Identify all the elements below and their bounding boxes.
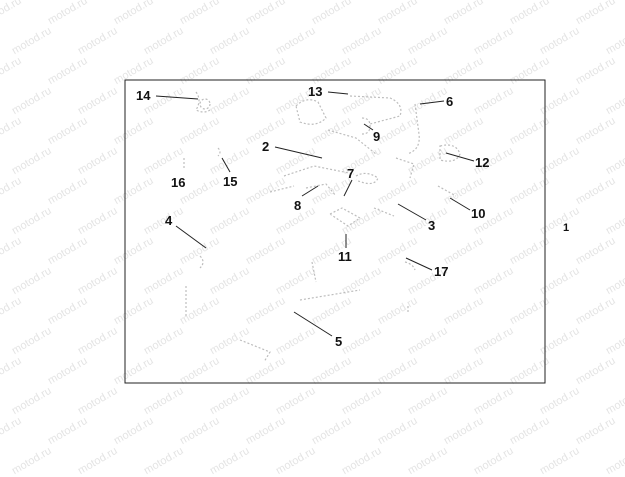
parts-sketch [183,91,461,363]
leader-line-2 [274,146,323,159]
leader-line-3 [397,203,427,221]
leader-line-6 [419,100,445,105]
callout-3: 3 [428,218,435,233]
callout-15: 15 [223,174,237,189]
leader-line-8 [301,185,319,197]
leader-line-12 [445,152,475,162]
callout-13: 13 [308,84,322,99]
diagram-frame [124,79,546,384]
leader-lines [155,91,475,337]
callout-12: 12 [475,155,489,170]
leader-line-10 [449,197,471,211]
callout-6: 6 [446,94,453,109]
callout-5: 5 [335,334,342,349]
leader-line-5 [293,311,333,337]
callout-16: 16 [171,175,185,190]
leader-line-4 [175,225,207,249]
leader-line-14 [155,95,199,100]
sheet-number: 1 [563,222,570,234]
callout-9: 9 [373,129,380,144]
leader-line-17 [405,257,433,271]
leader-line-9 [363,123,374,131]
leader-line-15 [221,157,231,173]
callout-2: 2 [262,139,269,154]
callout-11: 11 [338,249,352,264]
callout-4: 4 [165,213,173,228]
leader-line-7 [343,179,353,197]
leader-line-13 [327,91,349,95]
callout-14: 14 [136,88,151,103]
callout-8: 8 [294,198,301,213]
callout-17: 17 [434,264,448,279]
callout-10: 10 [471,206,485,221]
callout-labels: 14 13 6 9 2 12 16 15 7 8 10 3 4 11 17 5 [136,84,489,349]
callout-7: 7 [347,166,354,181]
